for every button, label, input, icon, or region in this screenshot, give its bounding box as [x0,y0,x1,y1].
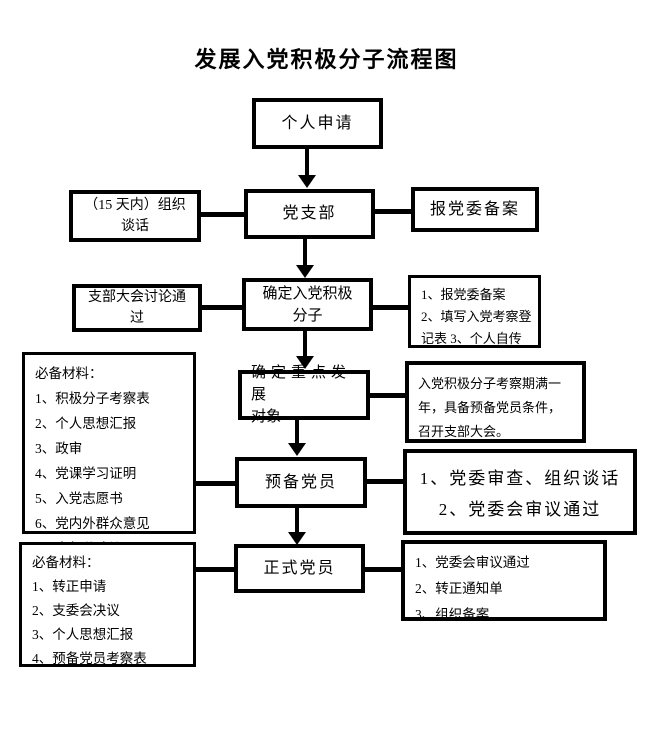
note-line: 4、预备党员考察表 [32,651,147,666]
note-line: 3、政审 [35,441,83,456]
node-formal-member: 正式党员 [234,544,365,593]
note-line: 1、党委会审议通过 [415,555,530,570]
note-formal-steps: 1、党委会审议通过 2、转正通知单 3、组织备案 [401,540,607,622]
connector-orgtalk-branch [201,212,244,217]
arrow-head-2 [296,265,314,278]
arrow-line-3 [303,331,307,357]
page-title: 发展入党积极分子流程图 [194,47,459,72]
node-personal-application: 个人申请 [252,98,383,149]
note-materials-formal: 必备材料： 1、转正申请 2、支委会决议 3、个人思想汇报 4、预备党员考察表 [19,542,196,667]
node-confirm-activist: 确定入党积极 分子 [242,278,373,331]
note-text: 入党积极分子考察期满一年，具备预备党员条件，召开支部大会。 [418,376,562,439]
connector-probationary-steps [367,479,403,484]
note-line: 6、党内外群众意见 [35,516,150,531]
arrow-line-5 [295,508,299,533]
node-label-line2: 过 [130,311,144,326]
node-label-line1: 确定入党积极 [262,285,353,302]
note-line: 1、积极分子考察表 [35,391,150,406]
arrow-line-4 [295,420,299,444]
node-label: 正式党员 [263,559,336,577]
note-title: 必备材料： [35,366,103,381]
node-label-line1: （15 天内）组织 [84,198,186,213]
connector-branch-report [375,209,411,214]
note-probation-steps: 1、党委审查、组织谈话 2、党委会审议通过 [403,449,637,535]
note-line: 1、党委审查、组织谈话 [419,469,621,488]
note-activist-requirements: 1、报党委备案 2、填写入党考察登 记表 3、个人自传 [408,275,541,348]
node-party-branch: 党支部 [244,189,375,239]
note-line: 2、支委会决议 [32,603,120,618]
arrow-line-2 [303,239,307,266]
connector-discuss-confirm [202,305,242,310]
arrow-line-1 [305,149,309,175]
node-label-line1: 支部大会讨论通 [88,290,186,305]
note-line: 3、组织备案 [415,607,490,622]
connector-materials2-formal [196,567,234,572]
node-label: 个人申请 [281,114,354,132]
connector-materials1-probationary [196,481,235,486]
node-label-line2: 对象 [251,409,282,425]
connector-confirm-requirements [373,305,408,310]
note-line: 1、报党委备案 [421,287,506,302]
node-org-talk: （15 天内）组织 谈话 [69,190,201,242]
note-line: 2、党委会审议通过 [438,500,602,519]
arrow-head-5 [288,532,306,545]
arrow-head-3 [296,356,314,369]
connector-target-note [370,393,405,398]
note-line: 2、填写入党考察登 [421,309,532,324]
node-label-line1: 确定重点发展 [251,365,352,403]
node-label-line2: 谈话 [121,219,149,234]
note-materials-probation: 必备材料： 1、积极分子考察表 2、个人思想汇报 3、政审 4、党课学习证明 5… [22,352,196,556]
node-label: 预备党员 [264,473,337,491]
node-label-line2: 分子 [292,307,323,324]
note-key-target: 入党积极分子考察期满一年，具备预备党员条件，召开支部大会。 [405,361,586,443]
node-branch-discuss: 支部大会讨论通 过 [72,284,202,332]
note-title: 必备材料： [32,555,100,570]
note-line: 2、个人思想汇报 [35,416,137,431]
note-line: 2、转正通知单 [415,581,503,596]
node-label: 党支部 [282,205,337,222]
node-label: 报党委备案 [429,200,520,218]
note-line: 1、转正申请 [32,579,107,594]
connector-formal-steps [365,567,401,572]
node-key-target: 确定重点发展 对象 [238,365,370,425]
note-line: 4、党课学习证明 [35,466,137,481]
note-line: 记表 3、个人自传 [421,331,522,346]
arrow-head-4 [288,443,306,456]
arrow-head-1 [298,175,316,188]
note-line: 5、入党志愿书 [35,491,123,506]
note-line: 3、个人思想汇报 [32,627,134,642]
node-report-committee: 报党委备案 [411,187,539,232]
node-probationary-member: 预备党员 [235,457,367,508]
